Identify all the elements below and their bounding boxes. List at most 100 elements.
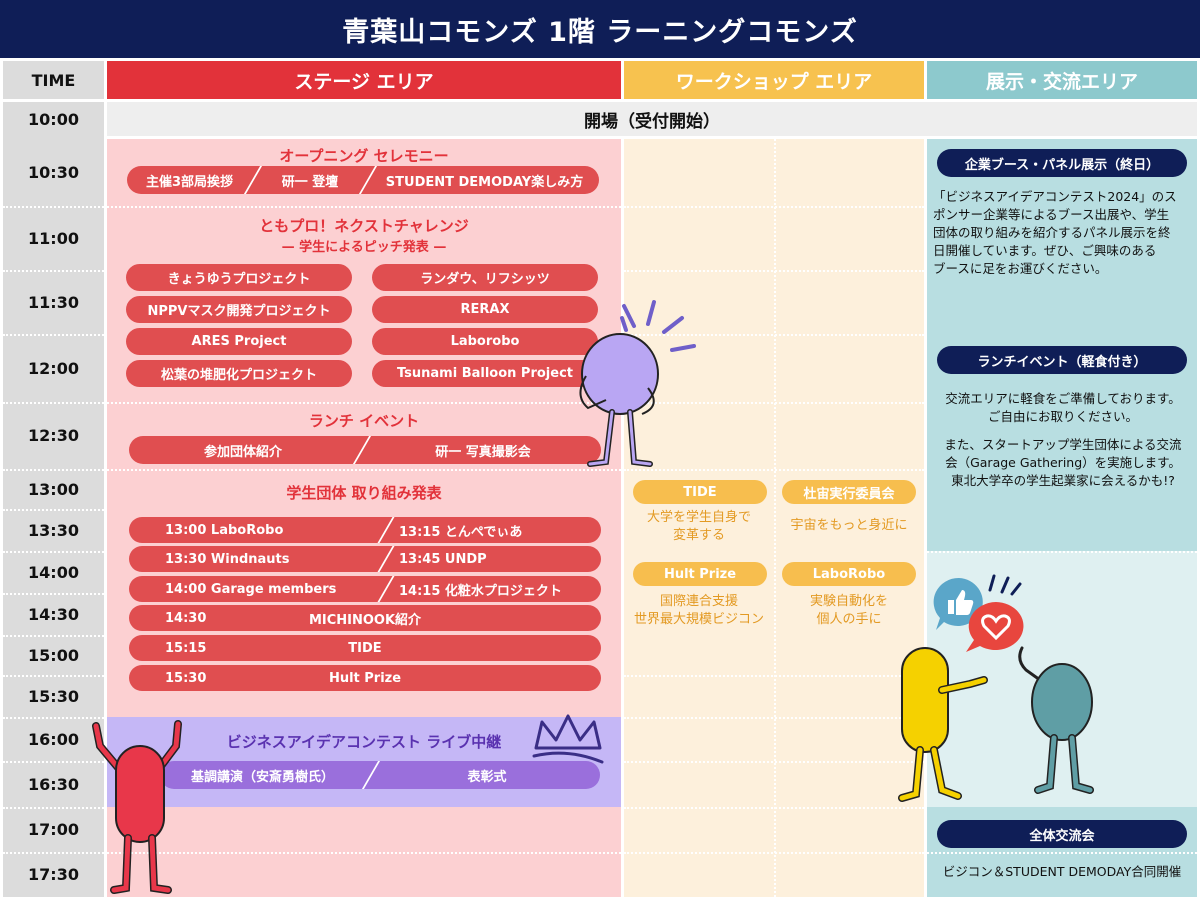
sparkle-icon	[988, 574, 1022, 596]
workshop-desc-line: 実験自動化を	[809, 594, 888, 609]
time-slot: 13:30	[28, 520, 79, 540]
workshop-morimiya-pill: 杜宙実行委員会	[782, 480, 916, 504]
time-slot: 10:00	[28, 109, 79, 129]
lunch-item: 研一 写真撮影会	[435, 444, 531, 460]
workshop-desc-line: 世界最大規模ビジコン	[633, 612, 764, 627]
lunch-exhibit-pill: ランチイベント（軽食付き）	[937, 346, 1187, 374]
workshop-morimiya-desc: 宇宙をもっと身近に	[774, 517, 924, 535]
pitch-team-pill: きょうゆうプロジェクト	[126, 264, 352, 291]
time-slot: 15:30	[28, 686, 79, 706]
session-time: 14:30	[165, 610, 207, 626]
business-contest-title: ビジネスアイデアコンテスト ライブ中継	[226, 733, 502, 751]
row-divider	[624, 270, 924, 272]
row-divider	[927, 551, 1197, 553]
time-slot: 10:30	[28, 163, 79, 182]
contest-item: 表彰式	[467, 769, 507, 785]
time-divider	[3, 402, 104, 404]
session-name: Hult Prize	[328, 670, 402, 686]
pitch-team-pill: 松葉の堆肥化プロジェクト	[126, 360, 352, 387]
row-divider	[624, 761, 924, 763]
desc-line: ポンサー企業等によるブース出展や、学生	[933, 207, 1170, 222]
booth-exhibit-pill: 企業ブース・パネル展示（終日）	[937, 149, 1187, 177]
student-group-single-pill: 15:30 Hult Prize	[129, 665, 601, 691]
time-divider	[3, 675, 104, 677]
pitch-team-pill: Laborobo	[372, 328, 598, 355]
time-slot: 13:00	[28, 479, 79, 499]
time-column	[3, 102, 104, 897]
student-group-item: 13:00 LaboRobo	[165, 522, 284, 538]
opening-item: 研一 登壇	[281, 174, 339, 190]
desc-line: 団体の取り組みを紹介するパネル展示を終	[933, 225, 1171, 240]
desc-line: 交流エリアに軽食をご準備しております。	[945, 391, 1181, 406]
student-group-pair-pill: 13:30 Windnauts 13:45 UNDP	[129, 546, 601, 572]
workshop-tide-pill: TIDE	[633, 480, 767, 504]
tomopro-subtitle: — 学生によるピッチ発表 —	[281, 240, 447, 255]
pitch-team-pill: ARES Project	[126, 328, 352, 355]
row-divider	[107, 469, 621, 471]
time-slot: 11:00	[28, 228, 79, 248]
time-divider	[3, 551, 104, 553]
time-divider	[3, 206, 104, 208]
pitch-team-pill: Tsunami Balloon Project	[372, 360, 598, 387]
time-slot: 11:30	[28, 292, 79, 312]
row-divider	[624, 402, 924, 404]
purple-mascot-icon	[579, 300, 696, 467]
networking-pill: 全体交流会	[937, 820, 1187, 848]
row-divider	[624, 807, 924, 809]
stage-area-header: ステージ エリア	[107, 61, 621, 99]
time-divider	[3, 270, 104, 272]
workshop-tide-desc: 大学を学生自身で 変革する	[624, 509, 774, 545]
opening-item: STUDENT DEMODAY楽しみ方	[385, 174, 584, 190]
pitch-team-pill: RERAX	[372, 296, 598, 323]
time-slot: 17:00	[28, 820, 79, 839]
opening-row: 開場（受付開始）	[107, 102, 1197, 136]
business-contest-pill: 基調講演（安斎勇樹氏） 表彰式	[160, 761, 600, 789]
time-divider	[3, 717, 104, 719]
pitch-team-pill: ランダウ、リフシッツ	[372, 264, 598, 291]
desc-line: 日開催しています。ぜひ、ご興味のある	[933, 243, 1157, 258]
contest-item: 基調講演（安斎勇樹氏）	[190, 769, 334, 785]
time-divider	[3, 509, 104, 511]
time-header: TIME	[3, 61, 104, 99]
workshop-hult-desc: 国際連合支援 世界最大規模ビジコン	[624, 593, 774, 629]
row-divider	[624, 469, 924, 471]
workshop-desc-line: 宇宙をもっと身近に	[790, 518, 908, 533]
row-divider	[107, 402, 621, 404]
workshop-divider	[774, 139, 776, 897]
desc-line: 東北大学卒の学生起業家に会えるかも!?	[951, 473, 1175, 488]
student-group-item: 13:45 UNDP	[399, 551, 487, 567]
time-slot: 14:00	[28, 562, 79, 582]
desc-line: 会（Garage Gathering）を実施します。	[945, 455, 1181, 470]
time-slot: 12:00	[28, 358, 79, 378]
student-group-item: 13:30 Windnauts	[165, 551, 290, 567]
time-divider	[3, 852, 104, 854]
row-divider	[624, 717, 924, 719]
workshop-desc-line: 変革する	[672, 528, 725, 543]
exhibit-area-header: 展示・交流エリア	[927, 61, 1197, 99]
session-name: MICHINOOK紹介	[308, 612, 422, 628]
opening-ceremony-pill: 主催3部局挨拶 研一 登壇 STUDENT DEMODAY楽しみ方	[127, 166, 599, 194]
row-divider	[927, 852, 1197, 854]
workshop-laborobo-desc: 実験自動化を 個人の手に	[774, 593, 924, 629]
workshop-desc-line: 大学を学生自身で	[646, 510, 751, 525]
time-slot: 12:30	[28, 426, 79, 445]
lunch-event-pill: 参加団体紹介 研一 写真撮影会	[129, 436, 601, 464]
time-slot: 17:30	[28, 865, 79, 884]
lunch-item: 参加団体紹介	[203, 444, 282, 460]
student-group-pair-pill: 13:00 LaboRobo 13:15 とんぺでぃあ	[129, 517, 601, 543]
student-group-item: 14:15 化粧水プロジェクト	[399, 583, 562, 599]
student-group-single-pill: 15:15 TIDE	[129, 635, 601, 661]
row-divider	[624, 852, 924, 854]
workshop-area-header: ワークショップ エリア	[624, 61, 924, 99]
session-time: 15:30	[165, 670, 207, 686]
time-divider	[3, 807, 104, 809]
session-time: 15:15	[165, 640, 207, 656]
time-slot: 16:30	[28, 774, 79, 794]
booth-exhibit-desc: 「ビジネスアイデアコンテスト2024」のス ポンサー企業等によるブース出展や、学…	[933, 188, 1195, 278]
opening-ceremony-title: オープニング セレモニー	[279, 147, 449, 165]
desc-line: ブースに足をお運びください。	[933, 261, 1108, 276]
student-group-item: 13:15 とんぺでぃあ	[399, 524, 523, 540]
desc-line: また、スタートアップ学生団体による交流	[944, 437, 1182, 452]
time-divider	[3, 761, 104, 763]
student-group-single-pill: 14:30 MICHINOOK紹介	[129, 605, 601, 631]
